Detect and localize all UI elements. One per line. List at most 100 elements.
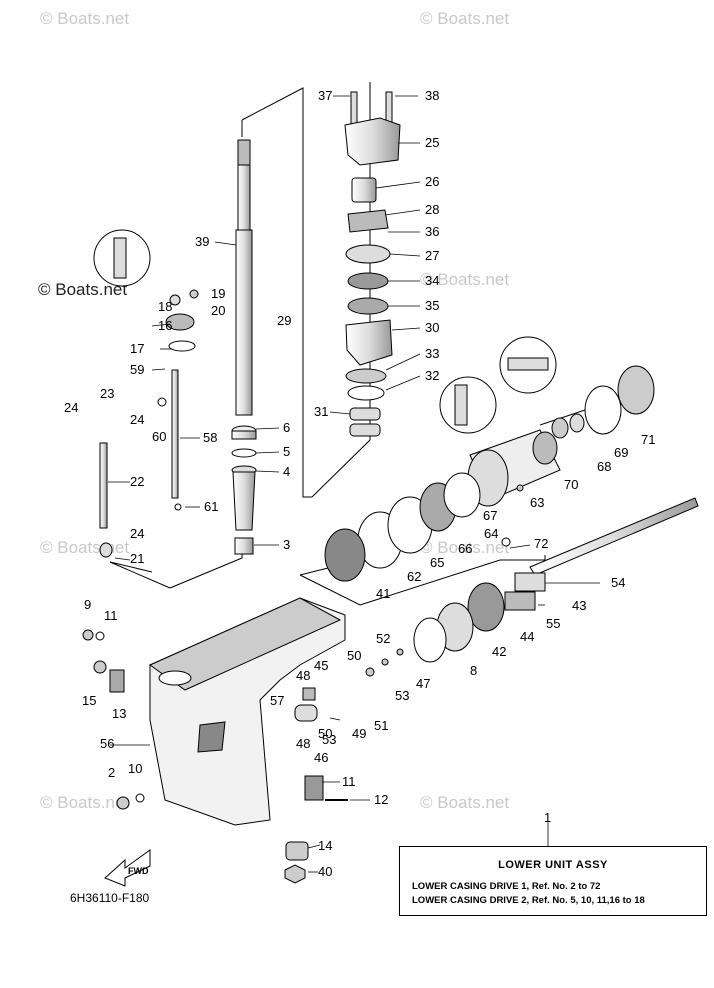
callout-label: 35 [425,298,439,313]
callout-label: 37 [318,88,332,103]
callout-label: 16 [158,318,172,333]
callout-label: 64 [484,526,498,541]
callout-label: 13 [112,706,126,721]
callout-label: 67 [483,508,497,523]
watermark-text: © Boats.net [420,793,509,812]
callout-label: 24 [64,400,78,415]
callout-label: 29 [277,313,291,328]
callout-label: 70 [564,477,578,492]
callout-label: 49 [352,726,366,741]
callout-label: 53 [395,688,409,703]
callout-label: 19 [211,286,225,301]
callout-label: 62 [407,569,421,584]
callout-label: 68 [597,459,611,474]
shaft-bearings [231,425,257,555]
callout-label: 22 [130,474,144,489]
title-box-ref-number: 1 [544,810,552,825]
callout-label: 56 [100,736,114,751]
callout-label: 28 [425,202,439,217]
callout-label: 44 [520,629,534,644]
callout-label: 24 [130,526,144,541]
callout-label: 20 [211,303,225,318]
callout-label: 53 [322,732,336,747]
callout-label: 39 [195,234,209,249]
callout-label: 31 [314,404,328,419]
lower-casing [148,597,346,826]
detail-insets [93,229,557,434]
callout-label: 34 [425,273,439,288]
callout-label: 6 [283,420,290,435]
front-gear [413,582,505,663]
callout-label: 26 [425,174,439,189]
callout-label: 17 [130,341,144,356]
callout-label: 33 [425,346,439,361]
callout-label: 46 [314,750,328,765]
callout-label: 66 [458,541,472,556]
callout-label: 54 [611,575,625,590]
callout-label: 23 [100,386,114,401]
callout-label: 9 [84,597,91,612]
callout-label: 69 [614,445,628,460]
callout-label: 71 [641,432,655,447]
fwd-label: FWD [128,866,149,876]
watermark-text: © Boats.net [420,9,509,28]
callout-label: 57 [270,693,284,708]
propeller-shaft [504,497,699,611]
callout-label: 27 [425,248,439,263]
fwd-arrow-icon: FWD [104,849,151,887]
callout-leaders [108,95,600,873]
callout-label: 59 [130,362,144,377]
watermark-text: © Boats.net [420,270,509,289]
callout-label: 11 [342,774,356,789]
callout-label: 41 [376,586,390,601]
watermark-text: © Boats.net [420,538,509,557]
callout-label: 48 [296,736,310,751]
callout-label: 3 [283,537,290,552]
watermarks: © Boats.net © Boats.net © Boats.net © Bo… [38,9,509,812]
callout-label: 45 [314,658,328,673]
callout-label: 48 [296,668,310,683]
drive-1-reference: LOWER CASING DRIVE 1, Ref. No. 2 to 72 [412,881,601,892]
watermark-text: © Boats.net [40,793,129,812]
callout-label: 51 [374,718,388,733]
callout-label: 8 [470,663,477,678]
callout-label: 5 [283,444,290,459]
callout-label: 10 [128,761,142,776]
callout-label: 25 [425,135,439,150]
watermark-text: © Boats.net [38,280,127,299]
callout-label: 55 [546,616,560,631]
callout-label: 14 [318,838,332,853]
callout-label: 12 [374,792,388,807]
callout-label: 11 [104,608,118,623]
callout-label: 4 [283,464,290,479]
callout-label: 38 [425,88,439,103]
watermark-text: © Boats.net [40,9,129,28]
callout-label: 63 [530,495,544,510]
callout-label: 52 [376,631,390,646]
callout-label: 24 [130,412,144,427]
callout-label: 2 [108,765,115,780]
callout-label: 50 [347,648,361,663]
callout-label: 65 [430,555,444,570]
callout-label: 47 [416,676,430,691]
callout-label: 36 [425,224,439,239]
callout-label: 50 [318,726,332,741]
drive-shaft [235,139,253,416]
shift-rods [99,313,196,558]
bearing-housing [324,365,655,582]
callout-label: 40 [318,864,332,879]
callout-label: 60 [152,429,166,444]
title-box: LOWER UNIT ASSY LOWER CASING DRIVE 1, Re… [399,846,707,916]
watermark-text: © Boats.net [40,538,129,557]
callout-label: 43 [572,598,586,613]
callout-label: 58 [203,430,217,445]
callout-label: 15 [82,693,96,708]
callout-label: 61 [204,499,218,514]
small-parts [82,289,524,884]
callout-label: 18 [158,299,172,314]
callout-label: 72 [534,536,548,551]
callout-label: 32 [425,368,439,383]
callout-label: 21 [130,551,144,566]
